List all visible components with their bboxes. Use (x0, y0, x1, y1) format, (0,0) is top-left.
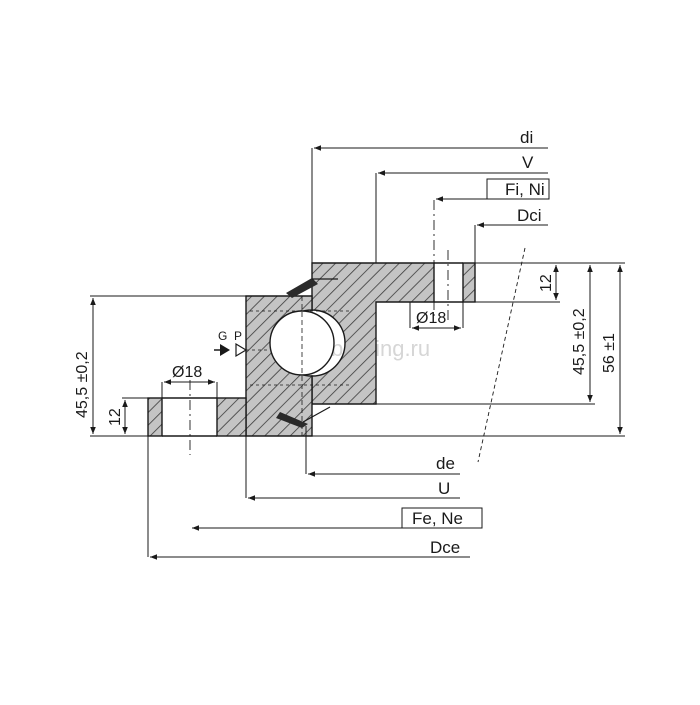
label-fe-ne: Fe, Ne (412, 509, 463, 528)
label-12-right: 12 (538, 274, 555, 292)
label-12-left: 12 (107, 408, 124, 426)
label-455-left: 45,5 ±0,2 (74, 351, 91, 418)
dim-455-left: 45,5 ±0,2 (74, 298, 96, 434)
label-hole-bottom: Ø18 (172, 364, 202, 381)
bottom-seal (276, 406, 331, 428)
dim-di: di (311, 128, 548, 263)
pressure-arrow-icon (235, 342, 248, 358)
dim-dci: Dci (474, 206, 548, 263)
label-56: 56 ±1 (601, 333, 618, 373)
label-dce: Dce (430, 538, 460, 557)
label-dci: Dci (517, 206, 542, 225)
dim-12-right: 12 (538, 265, 559, 300)
lubrication-markers: G P (214, 329, 270, 358)
label-fi-ni: Fi, Ni (505, 180, 545, 199)
label-de: de (436, 454, 455, 473)
dim-U: U (245, 436, 460, 501)
dim-hole-bottom: Ø18 (161, 364, 218, 398)
label-di: di (520, 128, 533, 147)
top-seal (286, 278, 338, 298)
ball (269, 310, 335, 376)
label-455-right: 45,5 ±0,2 (571, 308, 588, 375)
dim-de: de (305, 426, 460, 477)
inner-ring-right-rim (462, 262, 476, 303)
dim-dce: Dce (147, 436, 470, 560)
dim-fe-ne: Fe, Ne (192, 507, 483, 531)
dim-hole-top: Ø18 (409, 302, 464, 331)
marker-p-label: P (234, 329, 242, 343)
grease-arrow-icon (220, 344, 230, 356)
marker-g-label: G (218, 329, 227, 343)
label-v: V (522, 153, 534, 172)
label-hole-top: Ø18 (416, 310, 446, 327)
dim-56: 56 ±1 (601, 265, 623, 434)
outer-ring-left-rim (147, 397, 163, 437)
dim-V: V (375, 153, 548, 263)
label-u: U (438, 479, 450, 498)
dim-12-left: 12 (107, 397, 148, 434)
dim-fi-ni: Fi, Ni (436, 178, 550, 202)
dim-455-right: 45,5 ±0,2 (571, 265, 593, 402)
